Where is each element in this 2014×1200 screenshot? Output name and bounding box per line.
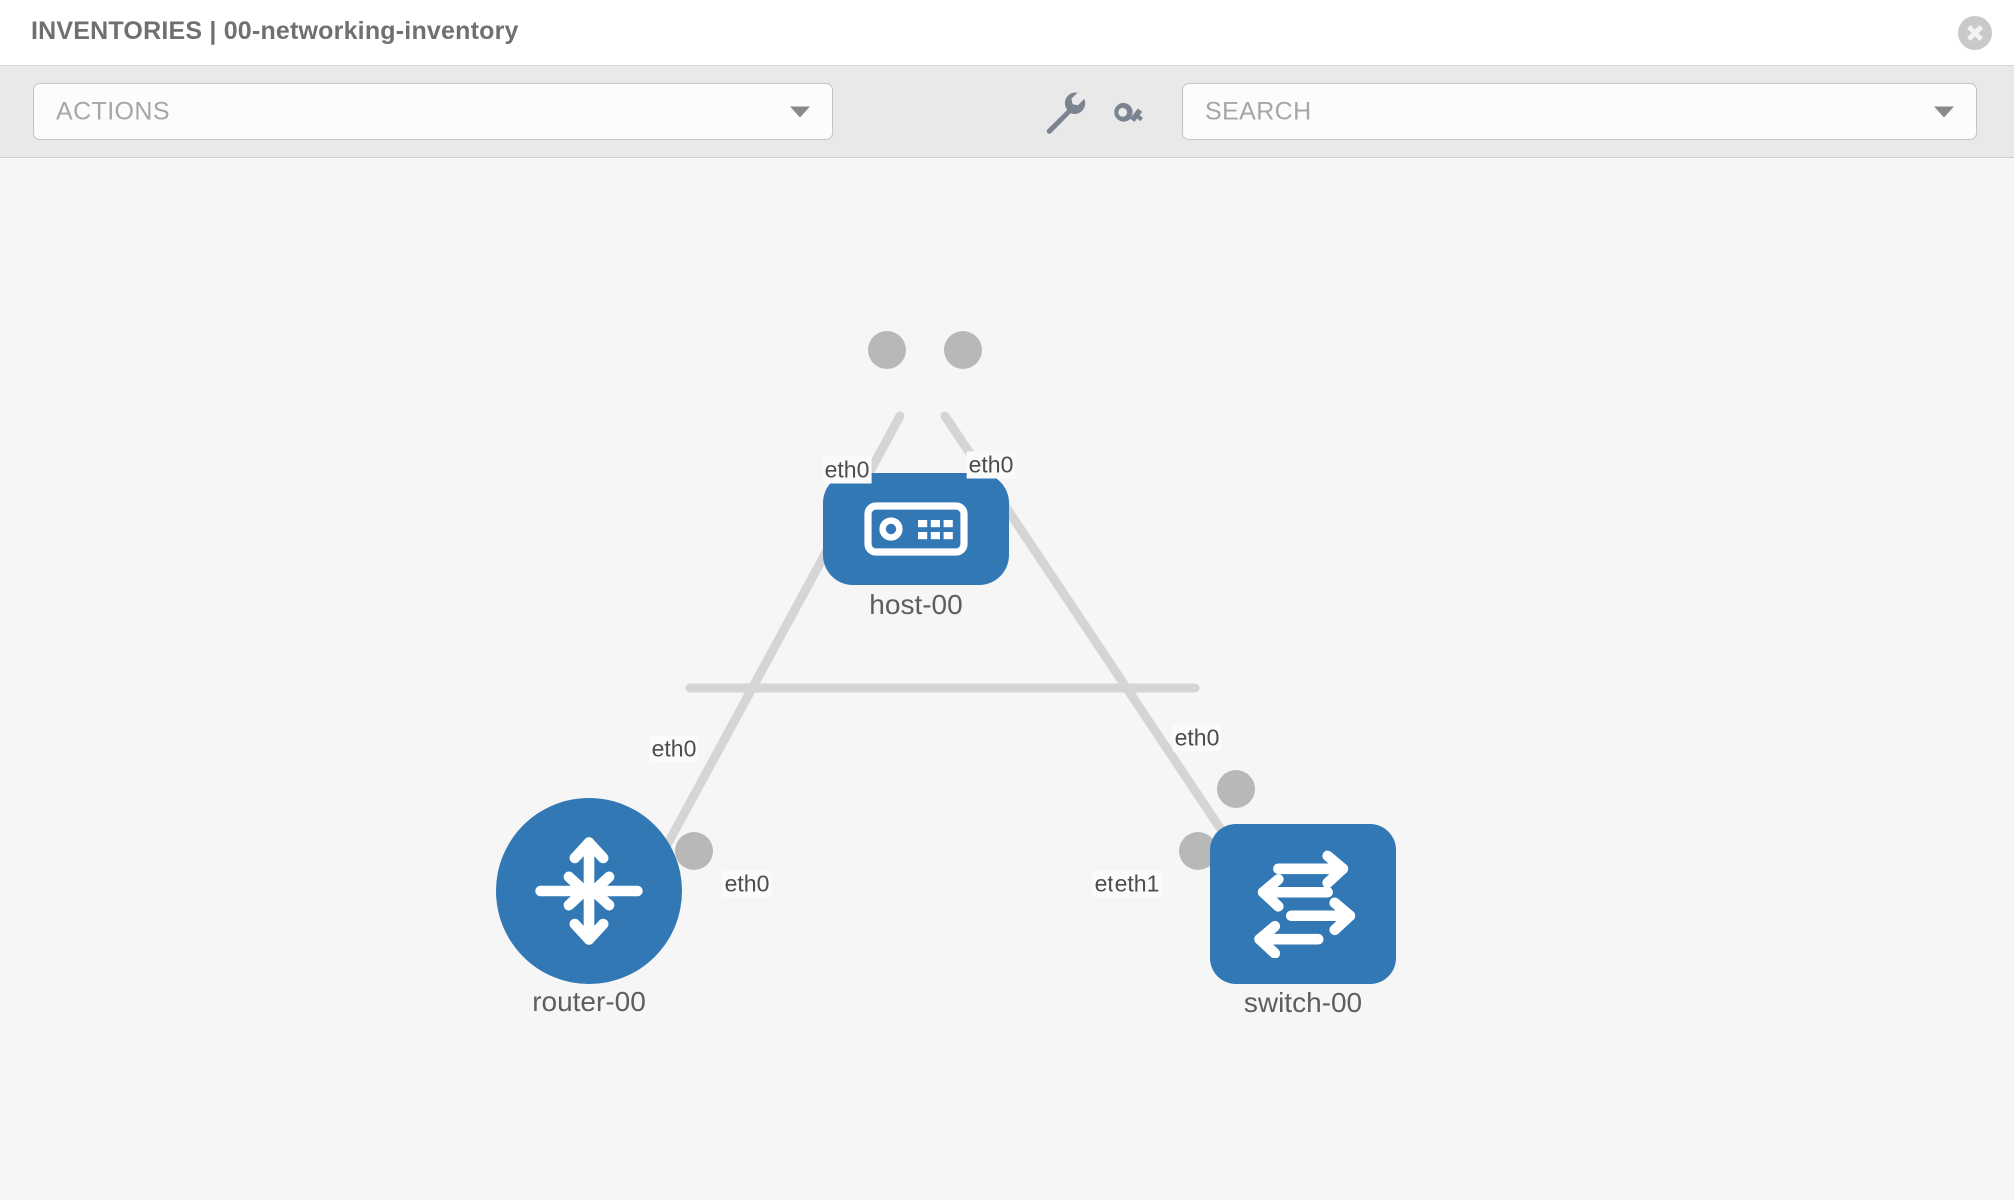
node-label-switch-00: switch-00 (1240, 987, 1366, 1019)
search-input[interactable]: SEARCH (1182, 83, 1977, 140)
chevron-down-icon (790, 106, 810, 117)
topology-edges (655, 411, 1245, 863)
node-label-host-00: host-00 (866, 589, 966, 621)
page-header: INVENTORIES | 00-networking-inventory (0, 0, 2014, 66)
port-host-right[interactable] (944, 331, 982, 369)
search-placeholder: SEARCH (1205, 97, 1312, 125)
key-icon[interactable] (1108, 88, 1154, 134)
edge-label-router-right: eth0 (722, 870, 772, 898)
edge-label-switch-up: eth0 (1172, 724, 1222, 752)
host-node-shape[interactable] (823, 473, 1009, 585)
switch-icon (1254, 850, 1356, 958)
chevron-down-icon (1934, 106, 1954, 117)
actions-dropdown[interactable]: ACTIONS (33, 83, 833, 140)
router-icon (535, 837, 643, 945)
topology-canvas[interactable]: host-00 rout (0, 158, 2014, 1200)
switch-node-shape[interactable] (1210, 824, 1396, 984)
node-label-router-00: router-00 (529, 986, 649, 1018)
edge-label-host-left: eth0 (822, 456, 872, 484)
port-router-right[interactable] (675, 832, 713, 870)
actions-dropdown-label: ACTIONS (56, 97, 170, 125)
router-node-shape[interactable] (496, 798, 682, 984)
edge-label-router-up: eth0 (649, 735, 699, 763)
wrench-icon[interactable] (1040, 88, 1086, 134)
server-icon (864, 502, 968, 556)
port-host-left[interactable] (868, 331, 906, 369)
close-icon[interactable] (1958, 16, 1992, 50)
port-switch-top[interactable] (1217, 770, 1255, 808)
edge-label-host-right: eth0 (966, 451, 1016, 479)
page-title: INVENTORIES | 00-networking-inventory (31, 17, 519, 45)
edge-label-switch-left-b: eth1 (1112, 870, 1162, 898)
toolbar: ACTIONS SEARCH (0, 66, 2014, 158)
